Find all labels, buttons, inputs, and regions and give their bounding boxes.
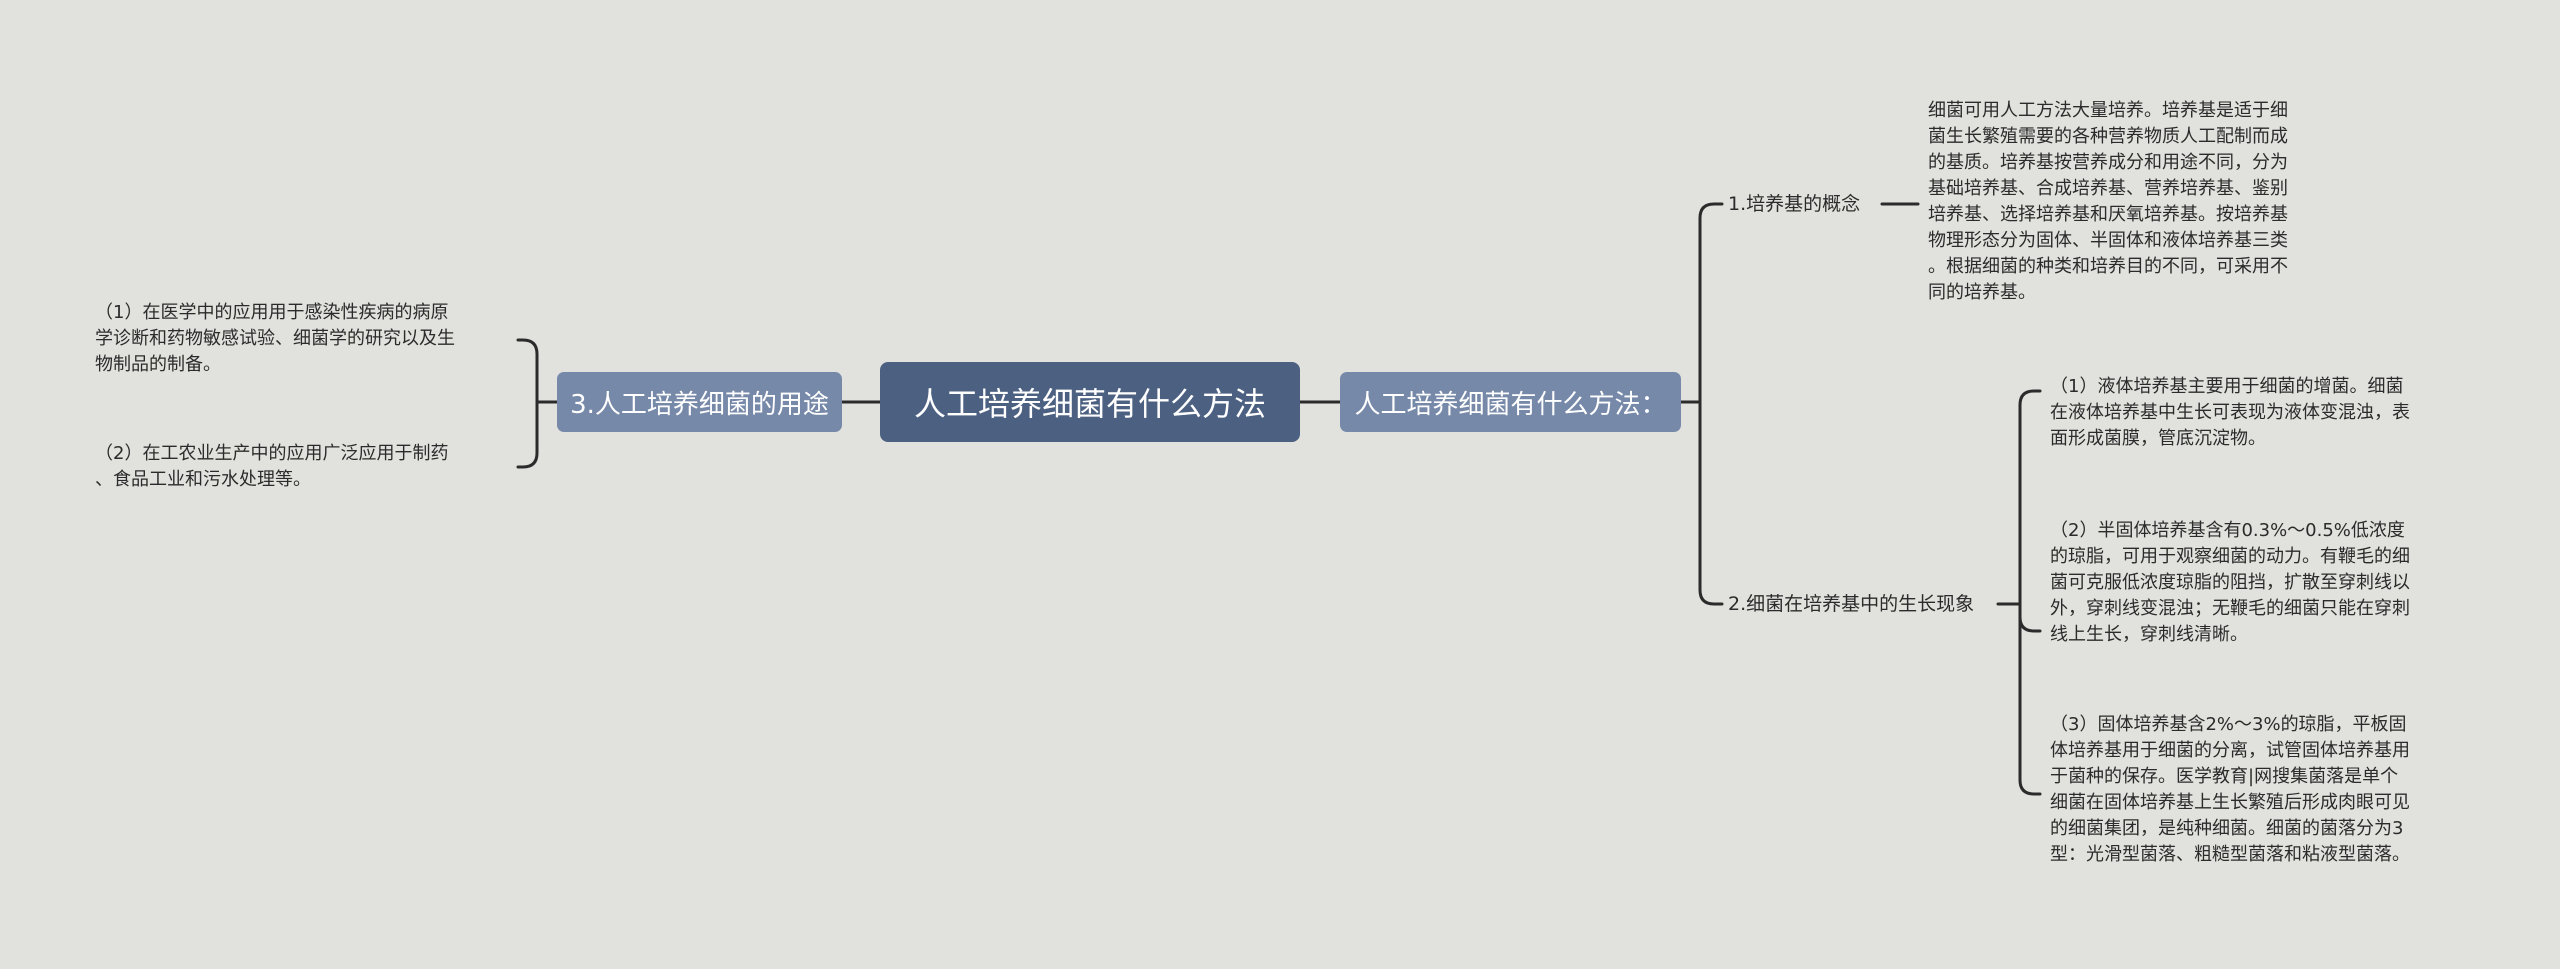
sub-label-growth-phenomena: 2.细菌在培养基中的生长现象 [1728,593,1975,615]
sub-node-medium-concept[interactable]: 1.培养基的概念 [1728,191,1860,217]
branch-label-uses: 3.人工培养细菌的用途 [570,389,829,420]
connector-sub2-leaves [1996,389,2042,796]
leaf-solid-medium[interactable]: （3）固体培养基含2%～3%的琼脂，平板固 体培养基用于细菌的分离，试管固体培养… [2050,714,2410,865]
branch-node-methods[interactable]: 人工培养细菌有什么方法： [1340,372,1681,432]
connector-right-trunk [1679,202,1724,606]
leaf-uses-medical[interactable]: （1）在医学中的应用用于感染性疾病的病原 学诊断和药物敏感试验、细菌学的研究以及… [95,302,455,375]
leaf-medium-concept[interactable]: 细菌可用人工方法大量培养。培养基是适于细 菌生长繁殖需要的各种营养物质人工配制而… [1928,100,2288,303]
connector-left-trunk [516,338,559,469]
sub-label-medium-concept: 1.培养基的概念 [1728,193,1861,215]
branch-label-methods: 人工培养细菌有什么方法： [1354,389,1667,420]
root-node[interactable]: 人工培养细菌有什么方法 [880,362,1300,442]
root-label: 人工培养细菌有什么方法 [913,385,1266,423]
leaf-liquid-medium[interactable]: （1）液体培养基主要用于细菌的增菌。细菌 在液体培养基中生长可表现为液体变混浊，… [2050,376,2410,449]
branch-node-uses[interactable]: 3.人工培养细菌的用途 [557,372,842,432]
sub-node-growth-phenomena[interactable]: 2.细菌在培养基中的生长现象 [1728,591,1974,617]
leaf-uses-industry[interactable]: （2）在工农业生产中的应用广泛应用于制药 、食品工业和污水处理等。 [95,443,449,490]
leaf-semisolid-medium[interactable]: （2）半固体培养基含有0.3%～0.5%低浓度 的琼脂，可用于观察细菌的动力。有… [2050,520,2410,645]
